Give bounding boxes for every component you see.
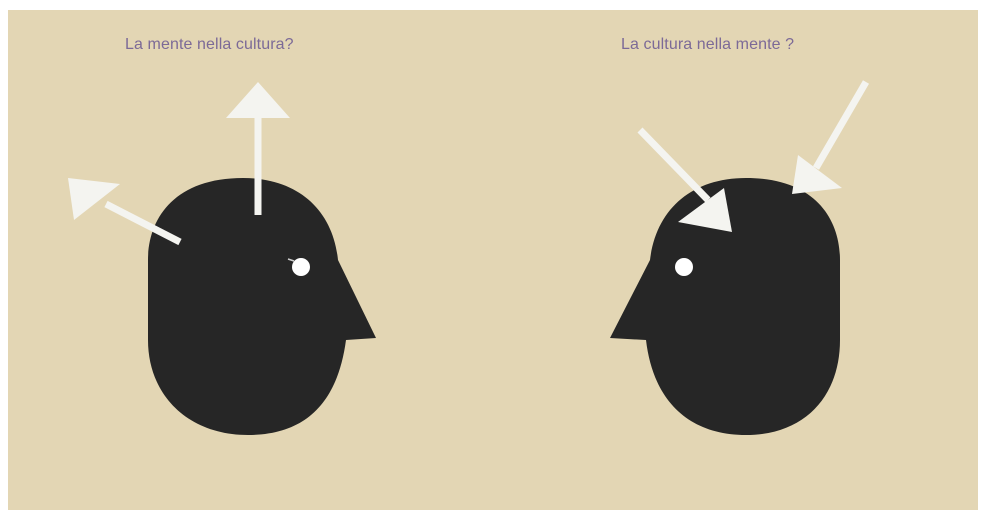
arrow-upleft-outward [68, 178, 182, 246]
right-head-silhouette [610, 178, 840, 435]
left-eye-glint [287, 258, 295, 262]
right-head [610, 80, 870, 435]
caption-left: La mente nella cultura? [125, 36, 294, 53]
left-head-silhouette [148, 178, 376, 435]
left-eye [292, 258, 310, 276]
illustration-panel: La mente nella cultura? La cultura nella… [8, 10, 978, 510]
left-head [68, 82, 376, 435]
arrow-into-head-left [637, 127, 732, 232]
right-eye [675, 258, 693, 276]
heads-illustration [68, 80, 870, 435]
arrow-up-outward [226, 82, 290, 215]
caption-right: La cultura nella mente ? [621, 36, 795, 53]
arrow-into-head-right [792, 80, 870, 194]
